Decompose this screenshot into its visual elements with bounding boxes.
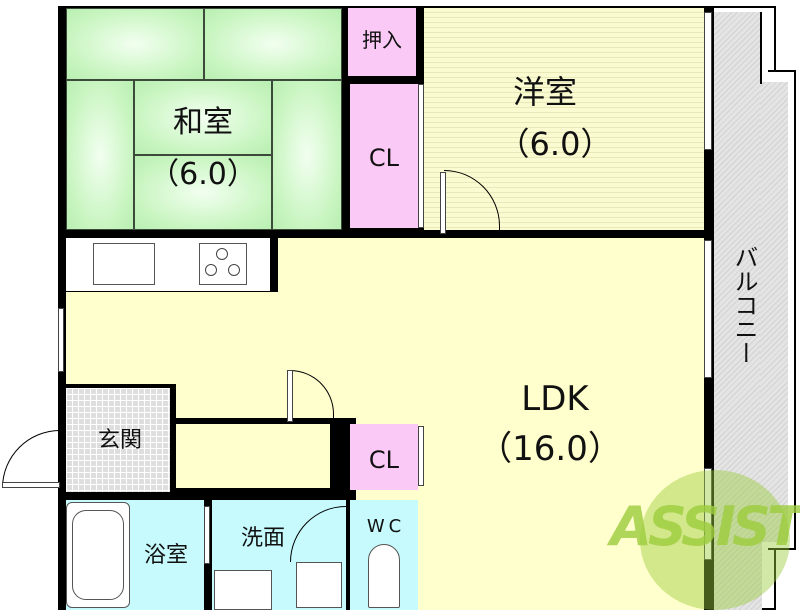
vanity-sink-icon bbox=[214, 570, 272, 610]
ldk-label: LDK bbox=[521, 379, 589, 419]
wc-label: WC bbox=[366, 516, 406, 537]
closet-lower-door[interactable] bbox=[418, 426, 424, 486]
burner-icon bbox=[205, 264, 217, 276]
western-room-door-leaf[interactable] bbox=[440, 172, 446, 234]
hallway bbox=[176, 424, 330, 488]
ldk-room bbox=[66, 292, 704, 384]
oshiire-label: 押入 bbox=[362, 28, 402, 52]
assist-watermark: ASSIST bbox=[610, 495, 800, 558]
washroom-label: 洗面 bbox=[240, 526, 285, 551]
ldk-window bbox=[704, 468, 712, 560]
closet-upper bbox=[350, 84, 418, 228]
closet-lower bbox=[350, 424, 418, 490]
balcony-floor-ext bbox=[760, 82, 788, 542]
tatami-mat bbox=[134, 155, 272, 230]
western-room-size: （6.0） bbox=[497, 125, 613, 163]
hallway-door-leaf[interactable] bbox=[287, 370, 293, 422]
washitsu-size: （6.0） bbox=[149, 157, 257, 192]
ldk-size: （16.0） bbox=[478, 429, 622, 469]
balcony-floor bbox=[710, 12, 762, 610]
toilet-icon bbox=[368, 544, 400, 608]
tatami-mat bbox=[272, 80, 342, 230]
tatami-mat bbox=[66, 80, 134, 230]
bathtub-inner bbox=[72, 510, 124, 600]
closet-upper-label: CL bbox=[368, 144, 400, 172]
kitchen-sink bbox=[93, 243, 155, 285]
balcony-inner-rail bbox=[760, 12, 762, 84]
washitsu-label: 和室 bbox=[173, 105, 233, 140]
washing-machine-icon bbox=[296, 562, 342, 608]
ldk-window bbox=[704, 240, 712, 378]
burner-icon bbox=[228, 264, 240, 276]
ldk-side-window bbox=[58, 308, 64, 372]
genkan-label: 玄関 bbox=[97, 428, 142, 453]
bathroom-door[interactable] bbox=[204, 506, 210, 564]
closet-upper-door[interactable] bbox=[418, 84, 424, 228]
western-room-window bbox=[704, 12, 712, 150]
western-room-label: 洋室 bbox=[512, 73, 577, 111]
bathroom-label: 浴室 bbox=[143, 543, 188, 568]
balcony-label: バルコニー bbox=[730, 245, 758, 365]
closet-lower-label: CL bbox=[368, 446, 400, 474]
assist-watermark-circle bbox=[640, 470, 790, 610]
oshiire-closet bbox=[348, 8, 416, 76]
tatami-mat bbox=[204, 8, 342, 80]
tatami-mat bbox=[134, 80, 272, 155]
entrance-door[interactable] bbox=[2, 430, 60, 488]
tatami-mat bbox=[66, 8, 204, 80]
genkan-entrance bbox=[66, 388, 170, 492]
ldk-room bbox=[176, 380, 704, 418]
burner-icon bbox=[216, 248, 228, 260]
ldk-room bbox=[278, 238, 704, 298]
entrance-door-leaf[interactable] bbox=[2, 482, 60, 488]
